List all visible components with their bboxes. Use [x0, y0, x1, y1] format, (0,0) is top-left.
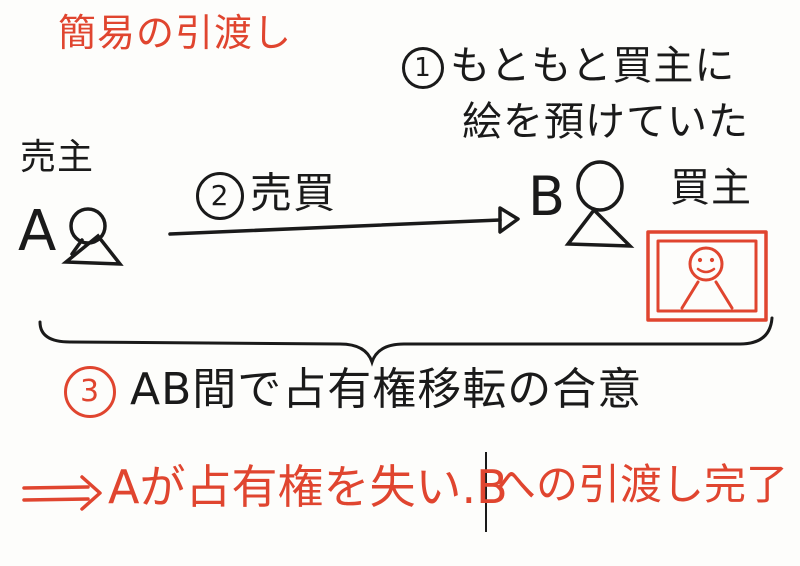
note-line-2: 絵を預けていた	[462, 99, 749, 145]
seller-label: 売主	[20, 137, 95, 178]
transaction-number: 2	[196, 172, 244, 220]
page-title: 簡易の引渡し	[58, 11, 293, 55]
buyer-label: 買主	[670, 165, 752, 211]
note-number: 1	[402, 47, 444, 89]
framed-painting	[646, 230, 768, 322]
result-part-1: Aが占有権を失い.B	[108, 460, 508, 514]
transaction-label: 売買	[250, 168, 337, 218]
result-part-2: への引渡し完了	[494, 460, 789, 509]
agreement-number: 3	[64, 366, 116, 418]
sale-arrow	[168, 206, 520, 236]
agreement-line: 3 AB間で占有権移転の合意	[64, 366, 642, 418]
seller-letter: A	[18, 199, 58, 264]
buyer-figure	[564, 160, 635, 248]
seller-figure	[61, 207, 124, 266]
result-arrow	[22, 475, 102, 511]
buyer-letter: B	[528, 165, 567, 228]
grouping-brace	[38, 316, 774, 367]
agreement-text: AB間で占有権移転の合意	[130, 364, 643, 415]
note-text-1: もともと買主に	[450, 43, 736, 89]
